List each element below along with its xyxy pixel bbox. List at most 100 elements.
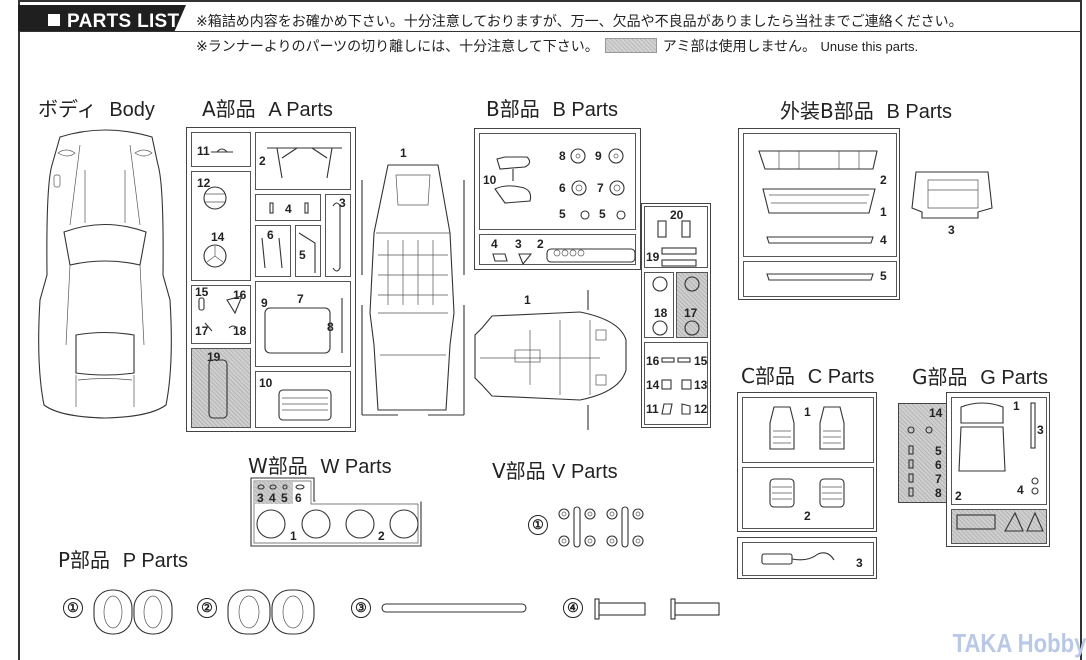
title-jp: C部品 [741,364,795,388]
p-part-2-tires-icon [227,589,315,635]
part-number: 20 [670,208,684,222]
a-part-cell-unused [191,348,251,428]
part-number: 17 [195,324,209,338]
title-jp: ボディ [38,97,97,121]
title-en: B Parts [552,99,619,121]
title-en: Body [109,99,155,121]
part-number: 13 [694,378,708,392]
p-part-1-label: ① [63,598,83,618]
b-parts-runner: 8 9 10 6 7 5 5 4 3 2 [474,128,641,270]
a-part-cell [191,285,251,344]
part-number: 3 [257,491,264,505]
page-frame [18,0,1082,660]
part-number: 5 [599,207,606,221]
section-title-w-parts: W部品 W Parts [248,450,392,479]
header-divider [18,31,1082,32]
title-jp: W部品 [248,454,308,478]
b-part-cell [644,342,708,425]
part-number: 9 [595,149,602,163]
notice-line-2-suffix: アミ部は使用しません。 [662,39,817,55]
part-number: 4 [269,491,276,505]
notice-line-1: ※箱詰め内容をお確かめ下さい。十分注意しておりますが、万一、欠品や不良品がありま… [196,14,963,30]
part-number: 3 [339,196,346,210]
a-part-cell [191,171,251,281]
c-part-cell [742,542,874,576]
square-bullet-icon [48,14,60,26]
part-number: 1 [524,293,531,307]
part-number: 8 [559,149,566,163]
parts-list-header: PARTS LIST [18,5,186,32]
p-part-3-label: ③ [351,598,371,618]
notice-line-2: ※ランナーよりのパーツの切り離しには、十分注意して下さい。 アミ部は使用しません。… [196,36,918,56]
part-number: 2 [955,489,962,503]
section-title-a-parts: A部品 A Parts [202,93,333,122]
part-number: 2 [259,154,266,168]
c-part-3-exhaust-icon [761,552,835,565]
part-number: 4 [491,237,498,251]
a-parts-drawings-icon [198,147,343,421]
g-parts-small-icon [907,426,933,497]
part-number: 2 [537,237,544,251]
part-number: 5 [559,207,566,221]
part-number: 3 [515,237,522,251]
b-part-1-interior-icon: 1 [474,290,627,430]
part-number: 1 [290,529,297,543]
p-part-3-shaft-icon [381,603,527,613]
section-title-b-parts: B部品 B Parts [486,93,618,122]
a-part-cell [295,225,321,277]
part-number: 9 [261,296,268,310]
title-en: A Parts [268,99,333,121]
g-parts-windows-icon [956,402,1044,532]
title-jp: A部品 [202,97,256,121]
part-number: 10 [259,376,273,390]
section-title-g-parts: G部品 G Parts [912,361,1048,390]
title-en: B Parts [886,101,953,123]
g-parts-runner: 1 3 4 2 [946,392,1050,547]
part-number: 19 [646,250,660,264]
c-parts-seats-icon [769,406,845,508]
v-part-1-label: ① [528,515,548,535]
part-number: 4 [1017,483,1024,497]
part-number: 4 [285,202,292,216]
title-en: V Parts [552,461,618,483]
part-number: 14 [646,378,660,392]
notice-line-2-prefix: ※ランナーよりのパーツの切り離しには、十分注意して下さい。 [196,39,599,55]
title-jp: B部品 [486,97,540,121]
a-parts-runner: 11 2 12 4 3 14 6 5 15 16 9 7 8 17 18 19 … [186,127,356,432]
ext-b-parts-runner: 2 1 4 5 [738,128,900,300]
part-number: 3 [856,556,863,570]
unused-shade-swatch [604,38,657,53]
section-title-p-parts: P部品 P Parts [58,544,188,573]
ext-b-part-cell [743,133,897,257]
part-number: 5 [299,248,306,262]
parts-list-title: PARTS LIST [48,11,179,32]
a-part-1-chassis-icon: 1 [361,146,465,416]
c-part-cell [742,467,874,529]
part-number: 1 [804,405,811,419]
part-number: 3 [948,223,955,237]
b-part-cell [479,133,636,230]
a-part-cell [255,132,351,190]
part-number: 6 [295,491,302,505]
a-part-cell [325,194,351,277]
part-number: 1 [400,146,407,160]
part-number: 14 [211,230,225,244]
part-number: 7 [935,472,942,486]
car-body-top-view-icon [38,129,172,419]
part-number: 17 [684,306,698,320]
c-parts-runner: 1 2 [737,392,877,532]
b-part-cell [479,234,636,265]
part-number: 5 [281,491,288,505]
b-part-cell [644,206,708,268]
part-number: 12 [694,402,708,416]
b-parts-runner-side: 20 19 18 17 16 15 14 13 11 12 [641,203,711,428]
a-part-cell [255,194,321,221]
b-part-cell [644,272,674,338]
part-number: 6 [935,458,942,472]
title-en: C Parts [807,366,875,388]
part-number: 14 [929,406,943,420]
c-part-cell [742,397,874,463]
watermark: TAKA Hobby [952,628,1086,658]
b-part-cell-unused [676,272,708,338]
part-number: 5 [935,444,942,458]
